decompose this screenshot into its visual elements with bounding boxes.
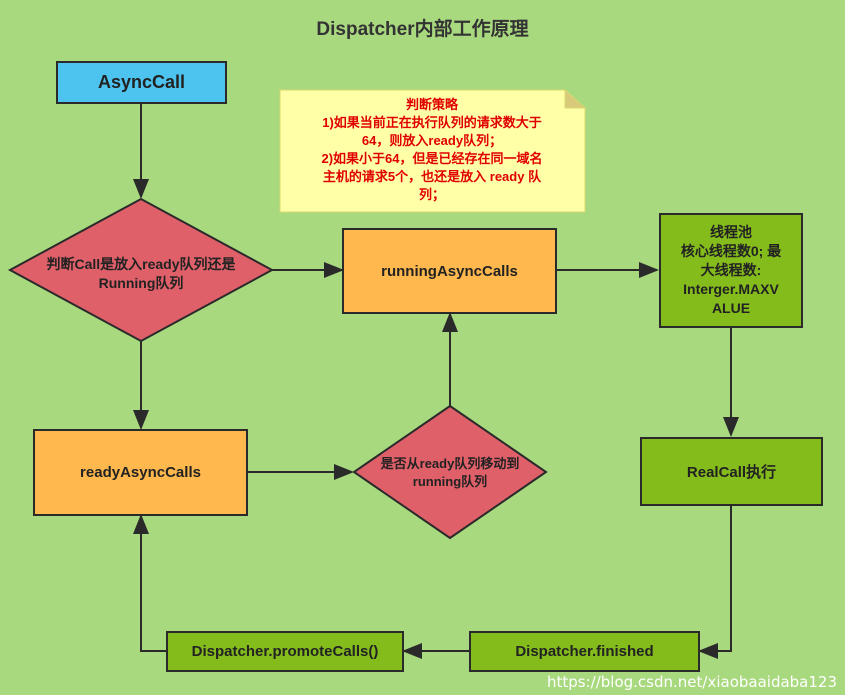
watermark-text: https://blog.csdn.net/xiaobaaidaba123 — [547, 673, 837, 691]
thread-pool-line-3: 大线程数: — [700, 262, 762, 278]
ready-async-calls-label: readyAsyncCalls — [80, 464, 201, 481]
running-async-calls-label: runningAsyncCalls — [381, 262, 518, 280]
decision-move-line-1: 是否从ready队列移动到 — [380, 456, 520, 471]
thread-pool-line-1: 线程池 — [710, 224, 752, 240]
strategy-note-title: 判断策略 — [405, 97, 458, 112]
thread-pool-line-2: 核心线程数0; 最 — [680, 243, 782, 259]
dispatcher-promote-node: Dispatcher.promoteCalls() — [166, 631, 404, 672]
decision-move-label: 是否从ready队列移动到 running队列 — [362, 455, 538, 491]
decision-call-line-1: 判断Call是放入ready队列还是 — [46, 256, 236, 272]
decision-call-line-2: Running队列 — [98, 275, 184, 291]
strategy-note-line-3: 2)如果小于64，但是已经存在同一域名 — [321, 151, 543, 166]
dispatcher-finished-label: Dispatcher.finished — [515, 643, 654, 660]
diagram-title: Dispatcher内部工作原理 — [316, 19, 529, 40]
decision-move-line-2: running队列 — [412, 474, 488, 489]
decision-call-label: 判断Call是放入ready队列还是 Running队列 — [28, 255, 254, 293]
real-call-node: RealCall执行 — [640, 437, 823, 506]
strategy-note-line-2: 64，则放入ready队列； — [361, 133, 503, 148]
strategy-note: 判断策略 1)如果当前正在执行队列的请求数大于 64，则放入ready队列； 2… — [282, 96, 582, 204]
strategy-note-line-1: 1)如果当前正在执行队列的请求数大于 — [322, 115, 542, 130]
thread-pool-node: 线程池 核心线程数0; 最 大线程数: Interger.MAXV ALUE — [659, 213, 803, 328]
real-call-label: RealCall执行 — [686, 464, 777, 481]
async-call-node: AsyncCall — [56, 61, 227, 104]
async-call-label: AsyncCall — [97, 72, 186, 92]
strategy-note-line-4: 主机的请求5个，也还是放入 ready 队 — [322, 169, 542, 184]
edge-promote-to-ready — [133, 514, 166, 652]
note-box — [279, 89, 586, 213]
edge-realcall-to-finished — [698, 506, 732, 659]
decision-move-diamond — [352, 404, 548, 540]
running-async-calls-node: runningAsyncCalls — [342, 228, 557, 314]
dispatcher-finished-node: Dispatcher.finished — [469, 631, 700, 672]
dispatcher-promote-label: Dispatcher.promoteCalls() — [191, 643, 379, 660]
ready-async-calls-node: readyAsyncCalls — [33, 429, 248, 516]
note-fold — [564, 88, 587, 109]
strategy-note-line-5: 列； — [418, 187, 445, 202]
thread-pool-line-5: ALUE — [711, 300, 751, 316]
thread-pool-line-4: Interger.MAXV — [683, 281, 779, 297]
